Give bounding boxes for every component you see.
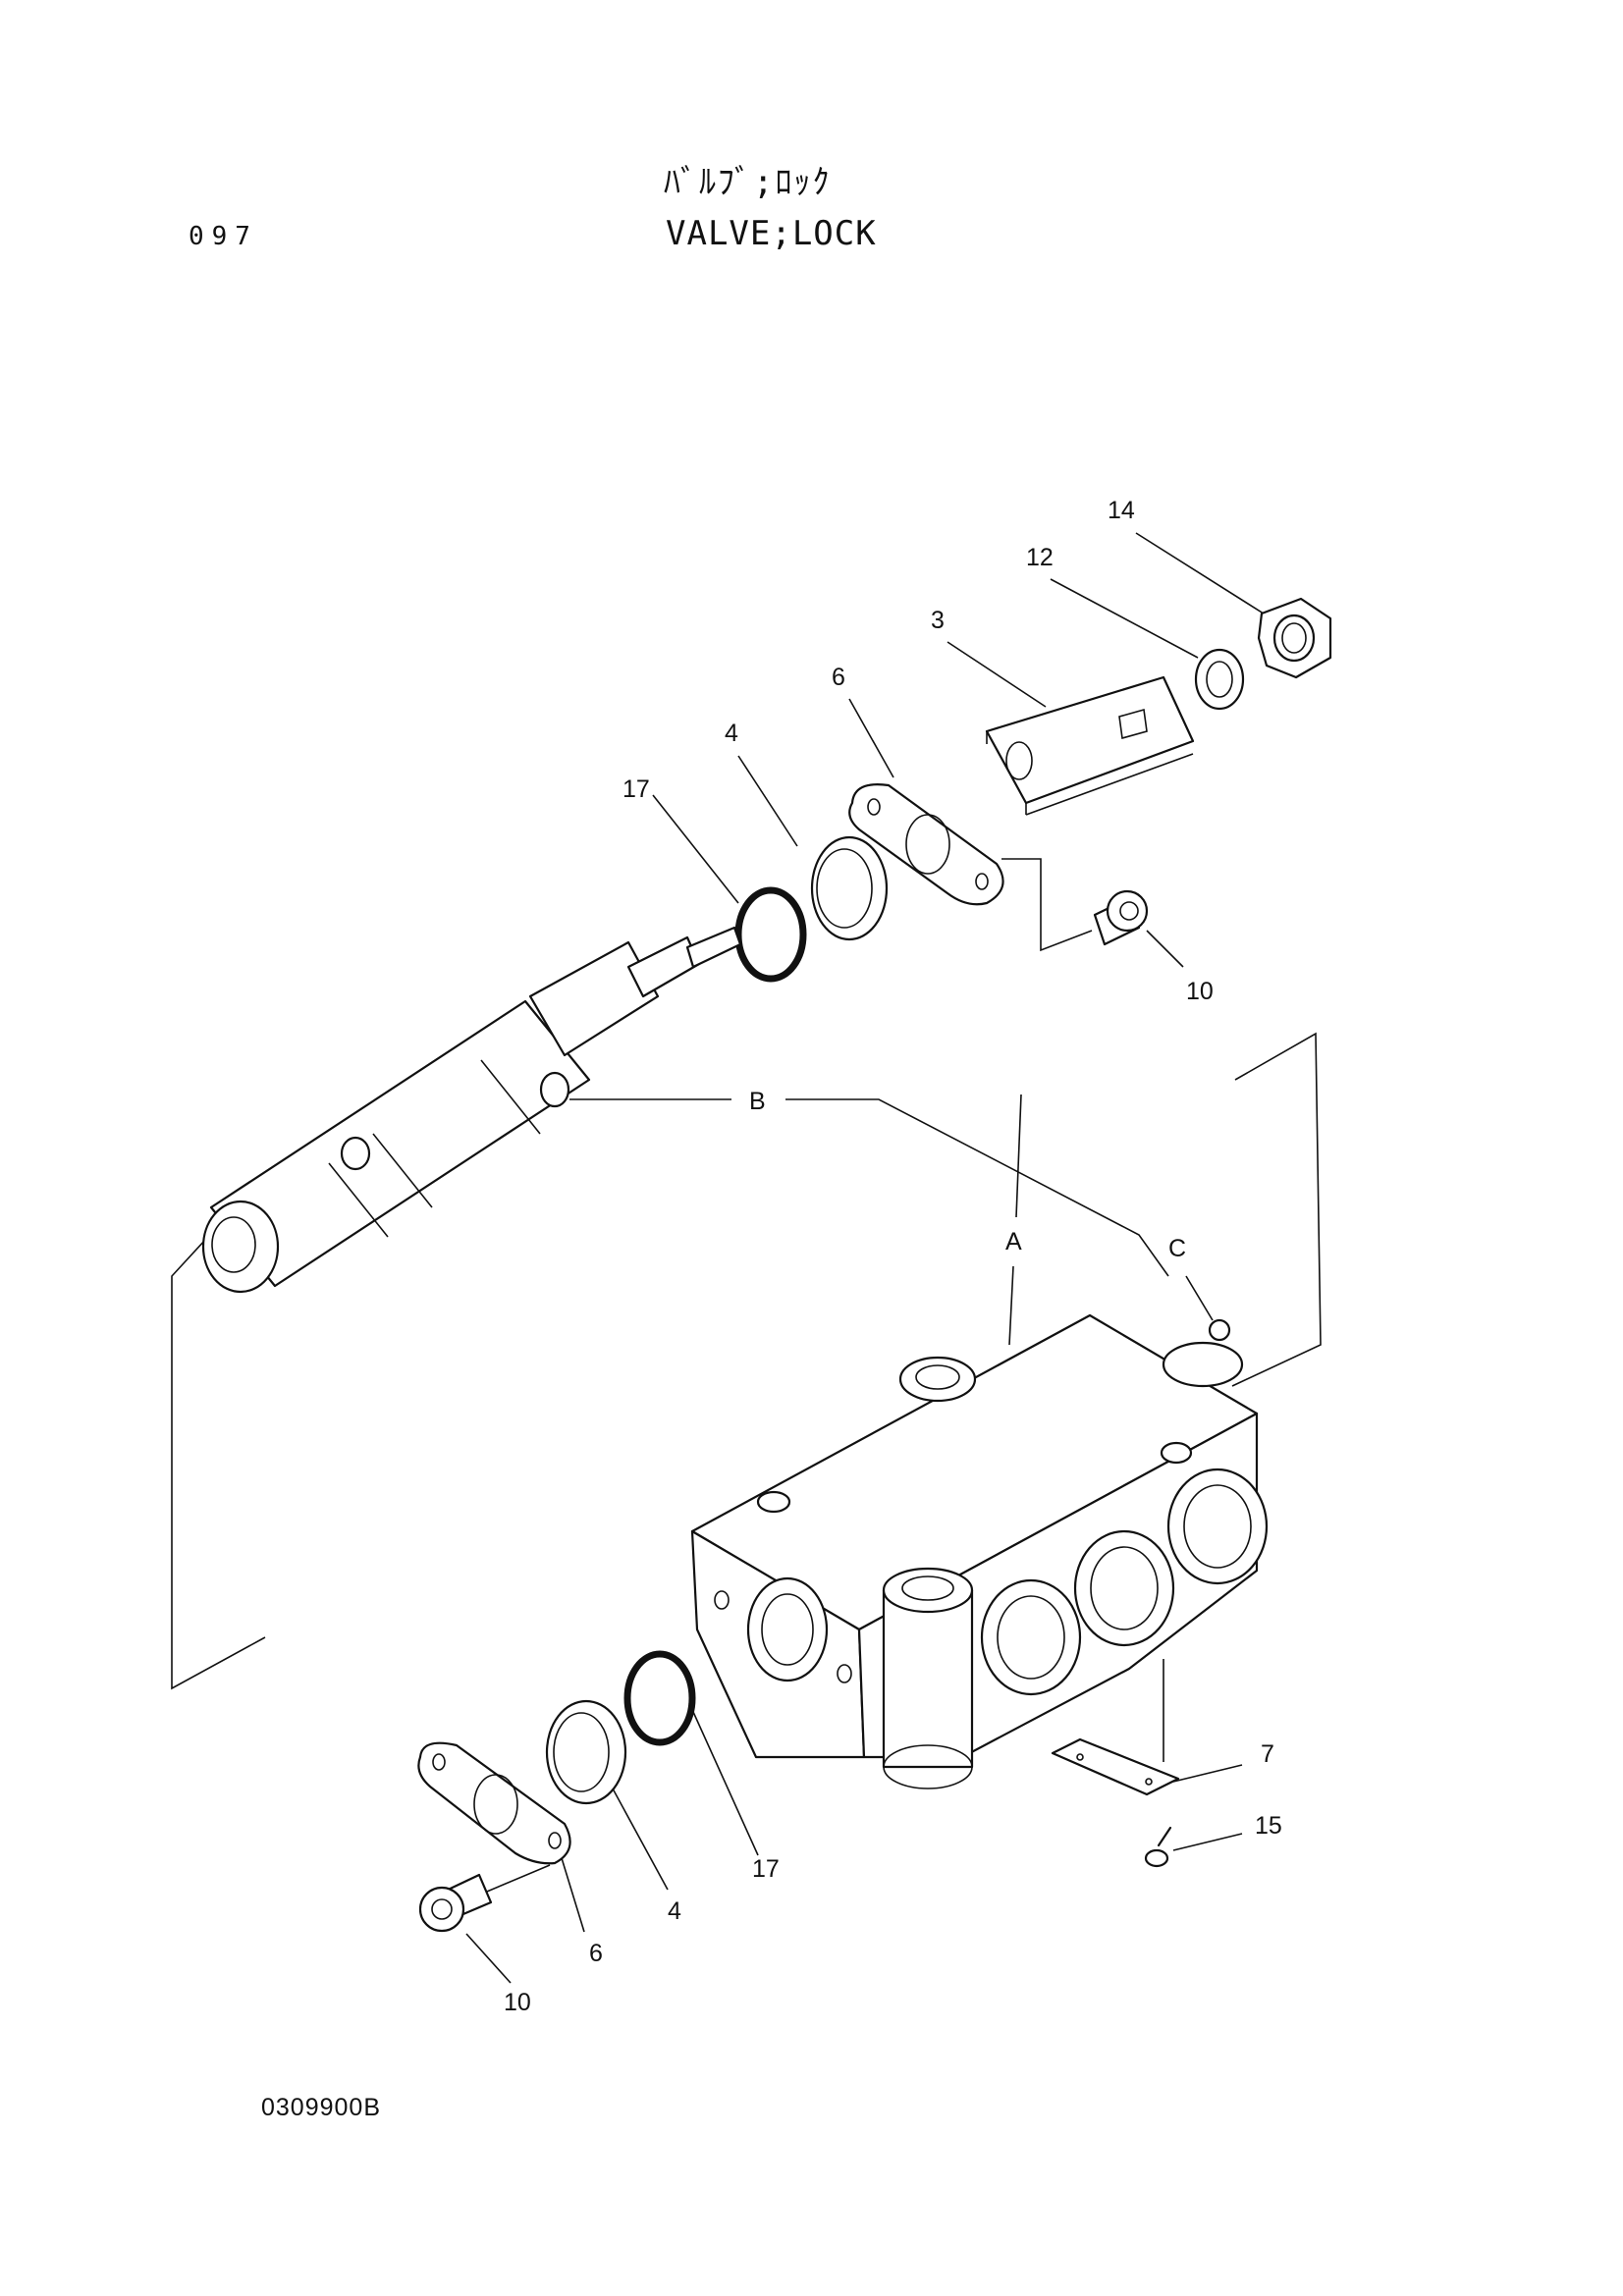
part-lock-washer-12: [1194, 648, 1245, 711]
part-flange-plate-6-bottom: [417, 1741, 571, 1865]
callout-15: 15: [1255, 1812, 1282, 1840]
part-lever-3: [985, 675, 1195, 816]
callout-6-top: 6: [832, 664, 845, 691]
callout-10-top: 10: [1186, 978, 1214, 1005]
callout-10-bottom: 10: [504, 1989, 531, 2016]
part-bushing-4-top: [810, 835, 889, 941]
title-english: VALVE;LOCK: [666, 214, 877, 253]
part-bolt-10-bottom: [418, 1873, 493, 1933]
callout-C: C: [1168, 1235, 1186, 1262]
part-bushing-4-bottom: [545, 1699, 627, 1805]
part-valve-spool: [201, 926, 742, 1294]
callout-6-bottom: 6: [589, 1940, 603, 1967]
callout-12: 12: [1026, 544, 1054, 571]
callout-3: 3: [931, 607, 945, 634]
callout-17-bottom: 17: [752, 1855, 780, 1883]
leader-lines: [171, 532, 1322, 1984]
callout-17-top: 17: [622, 775, 650, 803]
part-valve-body: [690, 1313, 1269, 1789]
page-number: 097: [189, 222, 258, 251]
callout-labels: 14 12 3 6 4 17 10 B A C 7 15 17 4 6 10: [504, 497, 1282, 2016]
part-flange-plate-6-top: [848, 783, 1004, 906]
part-o-ring-17-top: [734, 886, 807, 983]
part-screw-15: [1144, 1826, 1172, 1868]
part-name-plate-7: [1051, 1737, 1180, 1796]
callout-4-top: 4: [725, 720, 738, 747]
callout-B: B: [749, 1088, 766, 1115]
title-japanese: ﾊﾞﾙﾌﾞ;ﾛｯｸ: [664, 163, 832, 202]
part-nut-14: [1257, 597, 1332, 679]
callout-A: A: [1005, 1228, 1022, 1255]
part-o-ring-17-bottom: [623, 1650, 696, 1746]
part-bolt-10-top: [1093, 889, 1149, 946]
callout-14: 14: [1108, 497, 1135, 524]
drawing-number: 0309900B: [261, 2094, 382, 2121]
callout-7: 7: [1261, 1740, 1274, 1768]
callout-4-bottom: 4: [668, 1897, 681, 1925]
